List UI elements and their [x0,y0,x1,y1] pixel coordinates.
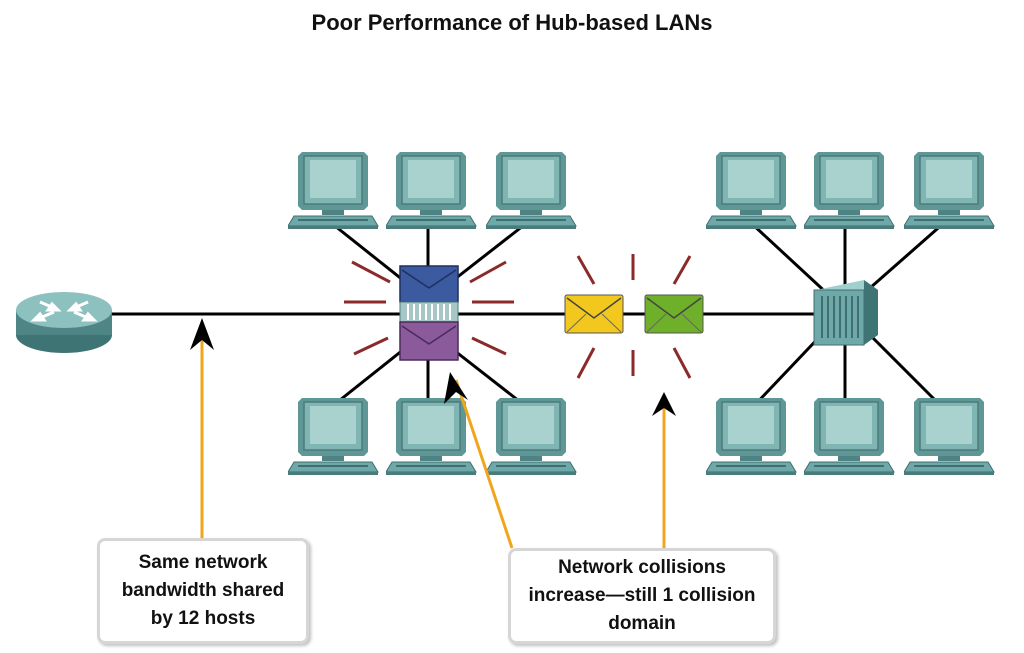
frame-collision-rays [576,254,692,379]
bandwidth-callout: Same network bandwidth shared by 12 host… [97,538,309,644]
hub-icon[interactable] [399,265,459,361]
workstation-icon[interactable] [386,397,477,476]
workstation-icon[interactable] [804,151,895,230]
workstation-icon[interactable] [386,151,477,230]
workstation-icon[interactable] [706,397,797,476]
workstation-icon[interactable] [706,151,797,230]
workstation-icon[interactable] [804,397,895,476]
callout-line: bandwidth shared [121,580,285,601]
switch-icon[interactable] [813,280,878,346]
workstation-icon[interactable] [486,151,577,230]
workstation-icon[interactable] [288,151,379,230]
callout-line: increase—still 1 collision [528,585,756,606]
callout-line: domain [608,613,676,634]
workstation-icon[interactable] [904,151,995,230]
collisions-callout: Network collisions increase—still 1 coll… [508,548,776,644]
callout-line: Network collisions [558,557,726,578]
page-title: Poor Performance of Hub-based LANs [311,10,713,35]
workstation-icon[interactable] [904,397,995,476]
router-icon[interactable] [16,292,112,353]
workstation-icon[interactable] [288,397,379,476]
envelope-icon [564,294,624,334]
callout-pointers [190,318,676,549]
hub-collision-rays [344,260,514,356]
callout-line: Same network [138,552,268,573]
callout-line: by 12 hosts [150,608,256,629]
envelope-icon [644,294,704,334]
workstation-icon[interactable] [486,397,577,476]
